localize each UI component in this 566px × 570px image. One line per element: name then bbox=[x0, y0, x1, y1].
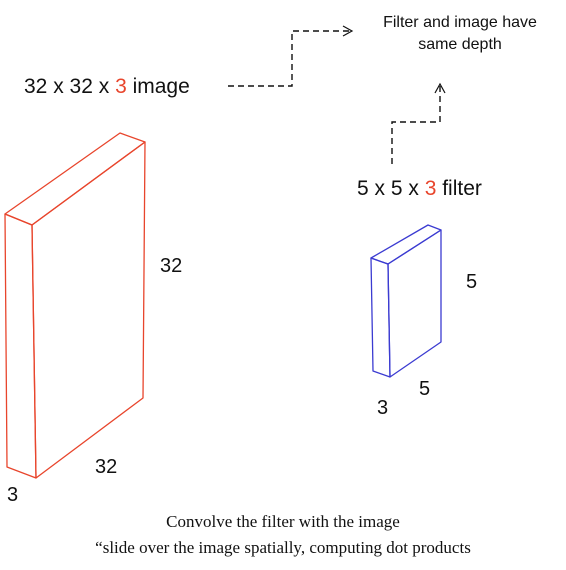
filter-size-label: 5 x 5 x 3 filter bbox=[357, 177, 482, 200]
filter-volume-front-face bbox=[370, 257, 391, 378]
image-volume bbox=[4, 132, 146, 479]
image-volume-front-face bbox=[4, 213, 37, 479]
image-to-note-arrow bbox=[228, 25, 354, 87]
filter-to-note-arrow bbox=[391, 82, 446, 164]
filter-volume-side-face bbox=[387, 229, 442, 378]
image-size-suffix: image bbox=[127, 75, 190, 98]
filter-depth-label: 3 bbox=[377, 397, 388, 419]
note-line-1: Filter and image have bbox=[383, 14, 537, 31]
image-width-label: 32 bbox=[95, 456, 117, 478]
filter-depth-value: 3 bbox=[425, 177, 437, 200]
image-volume-side-face bbox=[31, 141, 146, 479]
filter-height-label: 5 bbox=[466, 271, 477, 293]
filter-width-label: 5 bbox=[419, 378, 430, 400]
caption-line-2: “slide over the image spatially, computi… bbox=[95, 538, 471, 557]
filter-size-suffix: filter bbox=[436, 177, 482, 200]
image-depth-label: 3 bbox=[7, 484, 18, 506]
note-line-2: same depth bbox=[418, 36, 502, 53]
caption-line-1: Convolve the filter with the image bbox=[166, 512, 400, 531]
image-volume-top-face bbox=[4, 132, 146, 226]
image-size-prefix: 32 x 32 x bbox=[24, 75, 115, 98]
image-depth-value: 3 bbox=[115, 75, 127, 98]
image-height-label: 32 bbox=[160, 255, 182, 277]
image-size-label: 32 x 32 x 3 image bbox=[24, 75, 190, 98]
filter-volume-top-face bbox=[370, 224, 442, 265]
filter-volume bbox=[370, 224, 442, 378]
filter-size-prefix: 5 x 5 x bbox=[357, 177, 425, 200]
